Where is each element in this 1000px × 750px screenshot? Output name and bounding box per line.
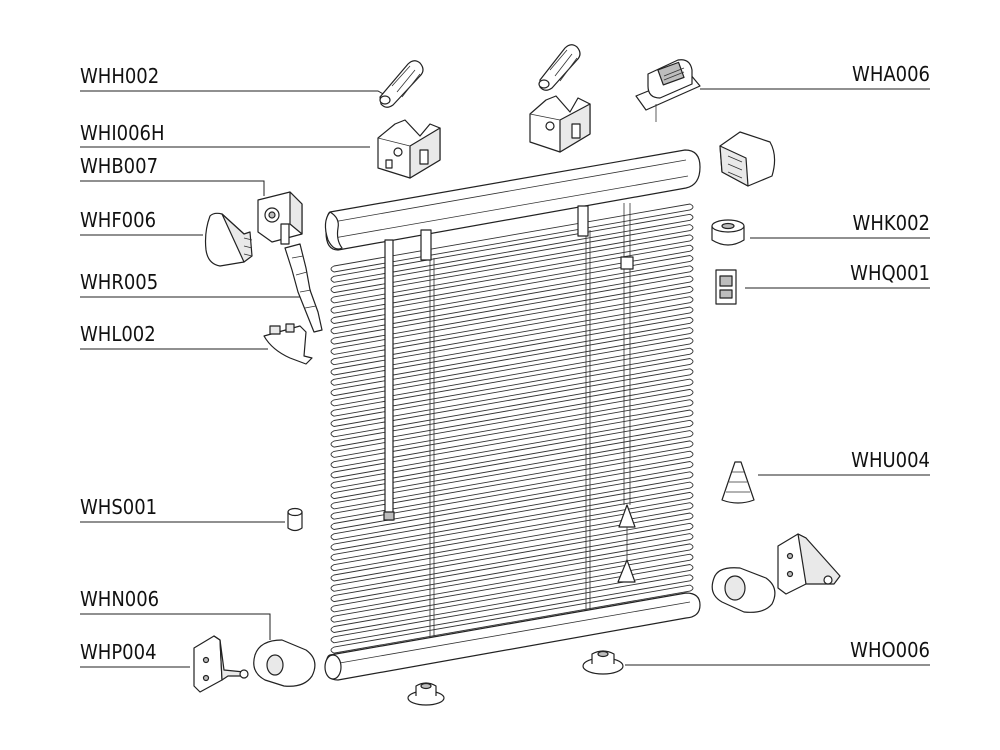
part-whr005	[284, 243, 323, 333]
slat	[330, 430, 694, 500]
slat	[330, 409, 694, 479]
slat	[330, 471, 694, 541]
slat	[330, 512, 694, 582]
slat	[330, 234, 694, 304]
label-who006: WHO006	[850, 638, 930, 662]
label-whh002: WHH002	[80, 64, 159, 88]
slat	[330, 574, 694, 644]
label-whb007: WHB007	[80, 154, 158, 178]
slat	[330, 533, 694, 603]
slat	[330, 440, 694, 510]
label-whs001: WHS001	[80, 495, 157, 519]
part-whk002	[711, 219, 745, 246]
part-whs001	[287, 507, 303, 532]
slat	[330, 285, 694, 355]
part-cradle-center	[529, 95, 591, 153]
slat	[330, 224, 694, 294]
slat	[330, 213, 694, 283]
label-whp004: WHP004	[80, 640, 157, 664]
blind-assembly	[324, 149, 701, 681]
tilt-wand	[383, 239, 395, 521]
slat	[330, 481, 694, 551]
slat	[330, 337, 694, 407]
label-whu004: WHU004	[851, 448, 930, 472]
part-whh002	[379, 60, 424, 108]
slat	[330, 419, 694, 489]
label-whn006: WHN006	[80, 587, 159, 611]
slat-stack	[330, 203, 694, 654]
slat	[330, 564, 694, 633]
label-wha006: WHA006	[852, 62, 930, 86]
leader-whb007	[80, 180, 265, 196]
label-whr005: WHR005	[80, 270, 158, 294]
slat	[330, 244, 694, 314]
slat	[330, 265, 694, 335]
leader-lines	[80, 88, 930, 668]
slat	[330, 388, 694, 458]
part-whi006h	[377, 119, 441, 179]
label-whl002: WHL002	[80, 322, 156, 346]
part-whl002	[263, 323, 313, 365]
part-bottom-cap-right	[711, 567, 776, 613]
part-whp004	[193, 635, 249, 693]
slat	[330, 378, 694, 448]
slat	[330, 275, 694, 345]
slat	[330, 553, 694, 623]
part-hold-down-left	[407, 682, 445, 706]
part-whq001	[715, 269, 737, 305]
part-wha006	[635, 59, 701, 122]
slat	[330, 461, 694, 530]
bottom-rail	[324, 592, 701, 681]
slat	[330, 368, 694, 438]
slat	[330, 491, 694, 561]
slat	[330, 347, 694, 417]
slat	[330, 543, 694, 613]
leader-whn006	[80, 613, 271, 640]
part-end-cap-right	[719, 131, 776, 187]
slat	[330, 399, 694, 469]
slat	[330, 306, 694, 376]
part-whu004	[721, 461, 755, 504]
slat	[330, 296, 694, 366]
slat	[330, 502, 694, 572]
slat	[330, 358, 694, 427]
slat	[330, 327, 694, 397]
label-whq001: WHQ001	[850, 261, 930, 285]
slat	[330, 316, 694, 386]
label-whf006: WHF006	[80, 208, 156, 232]
leader-whh002	[80, 90, 386, 96]
part-clip-center	[538, 44, 581, 91]
slat	[330, 522, 694, 592]
slat	[330, 450, 694, 520]
part-who006	[582, 650, 624, 675]
slat	[330, 584, 694, 654]
slat	[330, 255, 694, 324]
headrail	[324, 149, 701, 251]
label-whi006h: WHI006H	[80, 121, 165, 145]
part-bracket-right	[777, 533, 841, 595]
lift-cords	[617, 203, 636, 583]
part-whf006	[204, 212, 253, 267]
label-whk002: WHK002	[853, 211, 930, 235]
part-whb007	[257, 191, 303, 245]
part-whn006	[253, 639, 316, 687]
